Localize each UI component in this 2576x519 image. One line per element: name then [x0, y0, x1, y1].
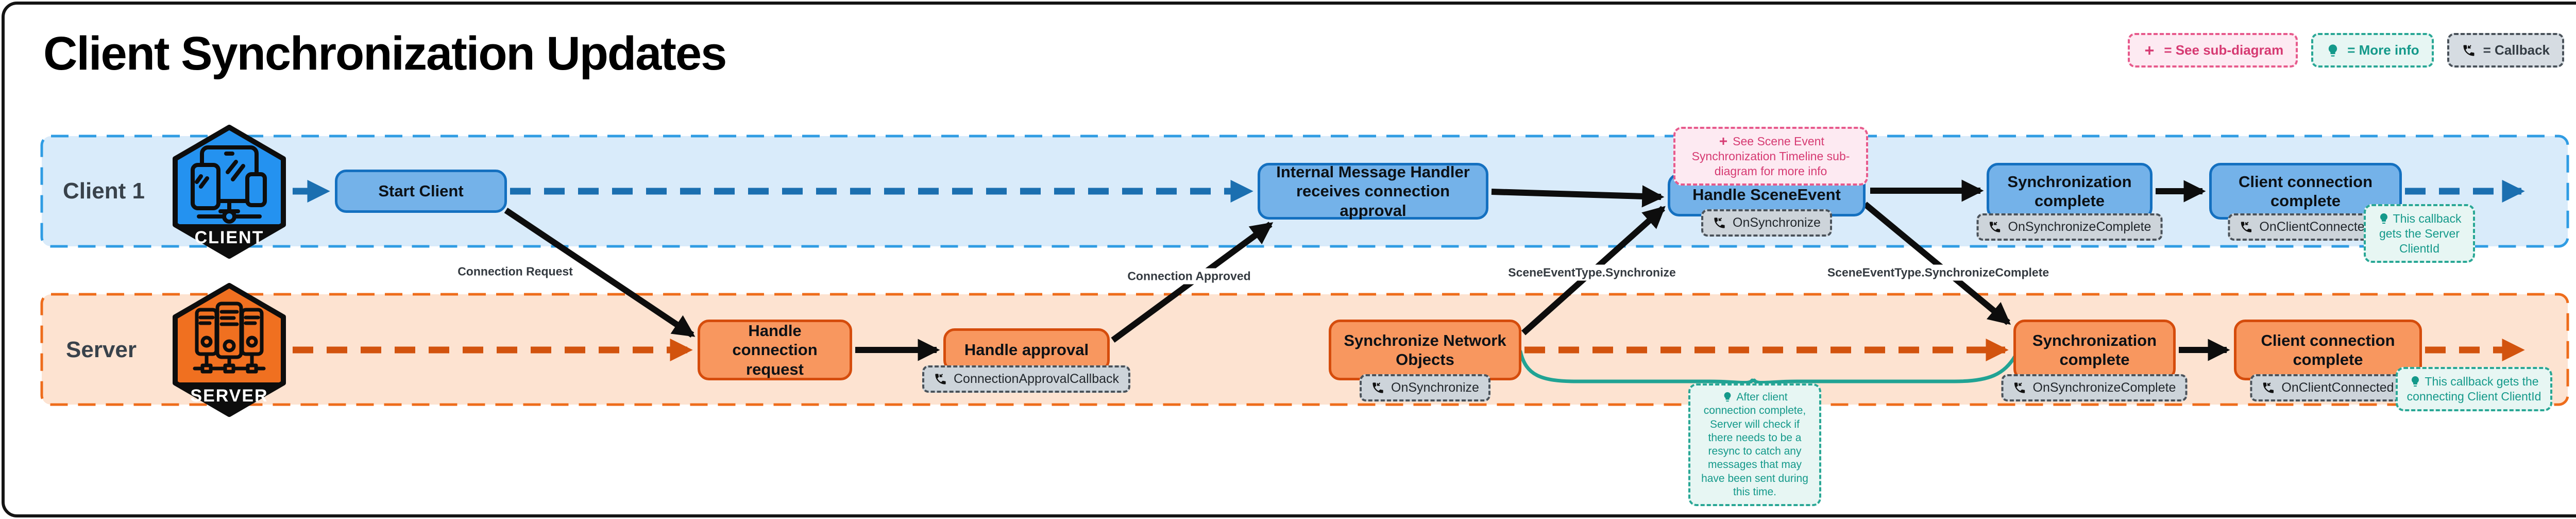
edge-label-connection-request: Connection Request	[451, 263, 579, 280]
legend-label: = See sub-diagram	[2164, 42, 2284, 58]
page-title: Client Synchronization Updates	[43, 27, 727, 80]
node-handle-approval: Handle approval	[943, 328, 1110, 372]
legend-label: = Callback	[2483, 42, 2550, 58]
phone-callback-icon	[1714, 217, 1725, 228]
phone-callback-icon	[935, 374, 946, 384]
note-resync: After client connection complete, Server…	[1688, 383, 1821, 506]
arrow-imh-to-scene-event	[1491, 185, 1665, 208]
resync-note-connectors	[1518, 349, 2018, 385]
phone-callback-icon	[1372, 382, 1383, 393]
node-sync-complete-server: Synchronization complete	[2013, 320, 2176, 380]
server-hexagon-label: SERVER	[190, 386, 268, 406]
phone-callback-icon	[2463, 44, 2475, 56]
legend-label: = More info	[2347, 42, 2419, 58]
legend-item-callback: = Callback	[2447, 33, 2564, 68]
phone-callback-icon	[2241, 222, 2252, 232]
legend-item-sub-diagram: = See sub-diagram	[2128, 33, 2298, 68]
phone-callback-icon	[2263, 382, 2274, 393]
callback-badge-on-client-connected-client: OnClientConnected	[2228, 213, 2383, 241]
callback-label: ConnectionApprovalCallback	[953, 372, 1120, 386]
bulb-icon	[1724, 392, 1731, 402]
plus-icon	[2145, 46, 2154, 55]
lane-label-server: Server	[66, 337, 137, 362]
node-client-connection-complete-server: Client connection complete	[2234, 320, 2422, 380]
bulb-icon	[2380, 213, 2387, 224]
callback-badge-on-synchronize-server: OnSynchronize	[1360, 374, 1490, 401]
callback-badge-connection-approval: ConnectionApprovalCallback	[922, 365, 1131, 393]
server-racks-icon	[193, 302, 266, 374]
callback-label: OnSynchronizeComplete	[2032, 380, 2176, 395]
node-start-client: Start Client	[335, 170, 507, 213]
lane-label-client: Client 1	[63, 178, 145, 204]
node-internal-message-handler: Internal Message Handler receives connec…	[1258, 163, 1488, 220]
client-devices-icon	[191, 145, 267, 224]
client-hexagon-label: CLIENT	[195, 228, 264, 247]
note-text: This callback gets the connecting Client…	[2406, 375, 2541, 403]
note-text: This callback gets the Server ClientId	[2379, 212, 2462, 255]
server-hexagon-badge: SERVER	[170, 283, 289, 417]
legend-item-more-info: = More info	[2311, 33, 2434, 68]
note-server-clientid: This callback gets the Server ClientId	[2364, 204, 2475, 263]
note-connecting-clientid: This callback gets the connecting Client…	[2396, 367, 2552, 411]
callback-badge-on-synchronize-complete-client: OnSynchronizeComplete	[1976, 213, 2163, 241]
client-hexagon-badge: CLIENT	[170, 125, 289, 259]
phone-callback-icon	[2014, 382, 2025, 393]
bulb-icon	[2329, 44, 2337, 57]
callback-label: OnSynchronize	[1391, 380, 1479, 395]
callback-badge-on-synchronize-client: OnSynchronize	[1701, 209, 1832, 237]
plus-icon	[1720, 138, 1727, 145]
callback-badge-on-synchronize-complete-server: OnSynchronizeComplete	[2001, 374, 2188, 401]
callback-label: OnSynchronize	[1733, 215, 1821, 230]
callback-badge-on-client-connected-server: OnClientConnected	[2250, 374, 2405, 401]
arrow-synchronize-complete	[1863, 202, 2011, 325]
edge-label-scene-event-synchronize: SceneEventType.Synchronize	[1502, 264, 1682, 281]
bulb-icon	[2412, 376, 2419, 387]
note-text: See Scene Event Synchronization Timeline…	[1691, 135, 1850, 178]
edge-label-scene-event-synchronize-complete: SceneEventType.SynchronizeComplete	[1821, 264, 2056, 281]
callback-label: OnClientConnected	[2259, 220, 2372, 234]
node-synchronize-network-objects: Synchronize Network Objects	[1329, 320, 1521, 380]
legend: = See sub-diagram = More info = Callback	[2128, 33, 2564, 68]
phone-callback-icon	[1989, 222, 2001, 232]
arrow-connection-request	[504, 208, 696, 338]
note-see-sub-diagram: See Scene Event Synchronization Timeline…	[1673, 127, 1868, 186]
edge-label-connection-approved: Connection Approved	[1121, 268, 1257, 284]
callback-label: OnSynchronizeComplete	[2008, 220, 2151, 234]
node-sync-complete-client: Synchronization complete	[1987, 163, 2153, 220]
note-text: After client connection complete, Server…	[1701, 391, 1808, 498]
callback-label: OnClientConnected	[2281, 380, 2394, 395]
node-handle-connection-request: Handle connection request	[698, 320, 852, 380]
